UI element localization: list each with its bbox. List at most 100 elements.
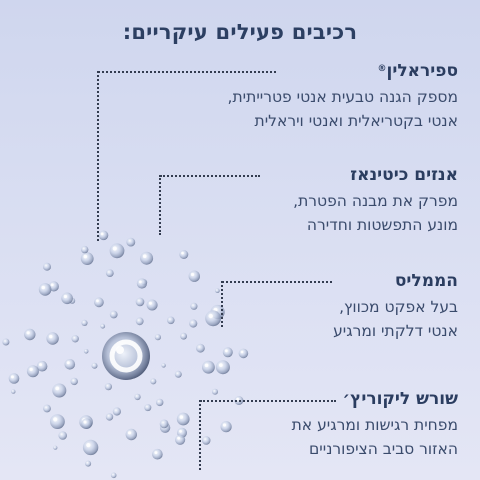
water-droplet <box>179 250 189 259</box>
water-droplet <box>134 393 141 401</box>
water-droplet <box>126 237 136 247</box>
connector-line-3 <box>222 281 332 283</box>
water-droplet <box>82 439 99 456</box>
water-droplet <box>167 316 175 325</box>
water-droplet <box>156 398 164 407</box>
water-droplet <box>53 445 58 450</box>
water-droplet <box>11 389 16 394</box>
water-droplet <box>26 365 39 378</box>
water-droplet <box>175 434 186 445</box>
water-droplet <box>61 292 73 305</box>
droplet-highlight <box>218 363 223 367</box>
water-droplet <box>154 334 161 341</box>
water-droplet <box>190 302 198 310</box>
water-droplet <box>212 388 218 395</box>
droplet-highlight <box>236 397 239 401</box>
droplet-highlight <box>50 283 54 287</box>
water-droplet <box>112 407 121 416</box>
water-droplet <box>38 283 52 296</box>
water-droplet <box>202 360 215 374</box>
droplet-highlight <box>181 251 184 255</box>
central-drop <box>102 332 150 380</box>
water-droplet <box>161 363 166 368</box>
connector-line-2-vertical <box>159 175 161 235</box>
water-droplet <box>94 297 104 308</box>
water-droplet <box>140 251 154 265</box>
water-droplet <box>52 383 67 398</box>
droplet-highlight <box>148 301 152 305</box>
connector-line-2 <box>160 175 260 177</box>
water-droplet <box>238 348 249 359</box>
water-droplet <box>8 373 20 384</box>
water-droplet <box>220 421 232 433</box>
water-droplet <box>174 370 182 378</box>
connector-line-4 <box>200 400 336 402</box>
droplet-highlight <box>208 313 213 319</box>
water-droplet <box>196 343 205 353</box>
water-droplet <box>215 360 230 375</box>
droplet-highlight <box>240 350 244 354</box>
water-droplet <box>104 383 112 391</box>
connector-line-1-vertical <box>97 71 99 241</box>
water-droplet <box>180 332 188 340</box>
water-droplet <box>125 428 137 441</box>
water-droplet <box>70 377 78 386</box>
water-droplet <box>81 418 92 430</box>
water-droplet <box>201 436 211 445</box>
ingredient-description: מספק הגנה טבעית אנטי פטרייתית,אנטי בקטרי… <box>227 88 458 130</box>
water-droplet <box>150 378 157 385</box>
water-droplet <box>91 362 98 369</box>
droplet-highlight <box>83 420 87 424</box>
droplet-highlight <box>29 367 33 372</box>
droplet-highlight <box>112 246 117 251</box>
droplet-highlight <box>63 294 67 299</box>
water-droplet <box>159 419 169 429</box>
water-droplet <box>105 269 114 277</box>
ingredient-description: מפרק את מבנה הפטרת,מונע התפשטות וחדירה <box>293 192 458 234</box>
droplet-highlight <box>142 254 147 258</box>
water-droplet <box>215 288 220 294</box>
droplet-highlight <box>49 334 53 339</box>
water-droplet <box>83 349 89 354</box>
droplet-highlight <box>222 423 227 427</box>
ingredient-hamamelis: הממליס בעל אפקט מכווץ,אנטי דלקתי ומרגיע <box>158 270 458 343</box>
droplet-highlight <box>100 232 104 236</box>
water-droplet <box>81 319 88 326</box>
water-droplet <box>110 472 117 479</box>
page-title: רכיבים פעילים עיקריים: <box>122 20 358 44</box>
water-droplet <box>80 252 94 265</box>
droplet-highlight <box>41 285 45 290</box>
water-droplet <box>135 297 145 307</box>
ingredient-chitinase: אנזים כיטינאז מפרק את מבנה הפטרת,מונע הת… <box>158 164 458 237</box>
water-droplet <box>152 448 163 460</box>
droplet-highlight <box>224 349 228 353</box>
connector-line-3-vertical <box>221 281 223 327</box>
connector-line-4-vertical <box>199 400 201 470</box>
water-droplet <box>136 278 147 289</box>
water-droplet <box>205 310 222 327</box>
water-droplet <box>135 317 144 326</box>
water-droplet <box>64 359 76 370</box>
connector-line-1 <box>98 71 276 73</box>
water-droplet <box>144 404 152 412</box>
droplet-highlight <box>53 417 58 422</box>
water-droplet <box>71 335 79 343</box>
droplet-highlight <box>26 331 30 335</box>
water-droplet <box>105 413 114 421</box>
droplet-highlight <box>10 375 14 379</box>
droplet-highlight <box>83 254 88 259</box>
droplet-highlight <box>190 272 195 277</box>
droplet-highlight <box>154 451 158 455</box>
ingredient-description: בעל אפקט מכווץ,אנטי דלקתי ומרגיע <box>333 298 458 340</box>
water-droplet <box>176 412 190 426</box>
droplet-highlight <box>177 436 181 440</box>
water-droplet <box>98 230 109 241</box>
droplet-highlight <box>39 363 42 367</box>
water-droplet <box>43 404 51 413</box>
ingredient-spiralin: ספיראלין® מספק הגנה טבעית אנטי פטרייתית,… <box>158 60 458 133</box>
droplet-highlight <box>204 363 209 368</box>
water-droplet <box>109 310 118 319</box>
ingredient-heading: ספיראלין® <box>377 61 458 81</box>
